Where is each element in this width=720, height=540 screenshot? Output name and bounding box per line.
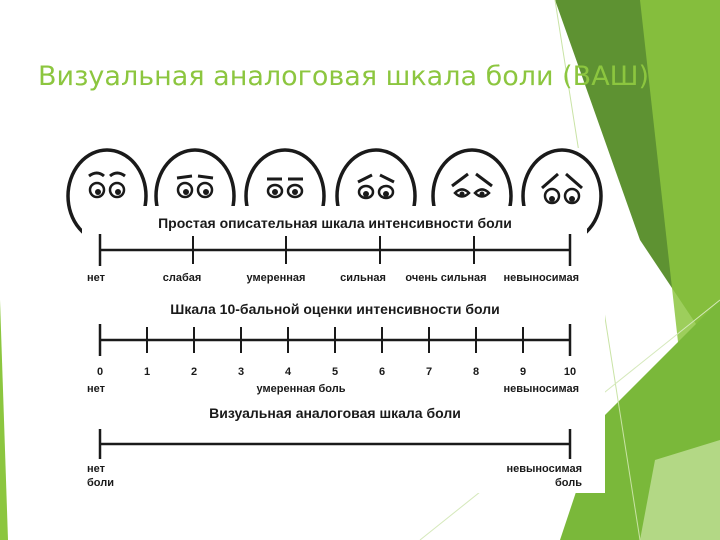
numeric-label-right: невыносимая <box>503 383 579 395</box>
numeric-label-left: нет <box>87 383 106 395</box>
analog-label-right-1: невыносимая <box>506 463 582 475</box>
analog-label-left-1: нет <box>87 463 106 475</box>
numeric-scale-ticks <box>98 324 572 356</box>
descriptive-scale-ticks <box>98 234 572 266</box>
numeric-tick-label: 2 <box>191 366 197 378</box>
numeric-scale-labels: нет умеренная боль невыносимая <box>87 383 579 395</box>
descriptive-label: нет <box>87 272 106 284</box>
numeric-tick-label: 1 <box>144 366 150 378</box>
descriptive-scale-labels: нет слабая умеренная сильная очень сильн… <box>87 272 579 284</box>
descriptive-label: очень сильная <box>405 272 486 284</box>
decor-left-sliver <box>0 300 8 540</box>
numeric-tick-label: 9 <box>520 366 526 378</box>
numeric-tick-label: 3 <box>238 366 244 378</box>
numeric-tick-label: 7 <box>426 366 432 378</box>
numeric-tick-label: 10 <box>564 366 576 378</box>
descriptive-label: невыносимая <box>503 272 579 284</box>
descriptive-label: сильная <box>340 272 386 284</box>
analog-scale-labels: нет боли невыносимая боль <box>87 463 582 489</box>
decor-pale-green-facet <box>640 440 720 540</box>
descriptive-scale-title: Простая описательная шкала интенсивности… <box>158 215 512 231</box>
slide-title: Визуальная аналоговая шкала боли (ВАШ) <box>38 61 650 92</box>
numeric-tick-label: 0 <box>97 366 103 378</box>
numeric-tick-label: 6 <box>379 366 385 378</box>
numeric-tick-label: 8 <box>473 366 479 378</box>
numeric-scale-tick-labels: 0 1 2 3 4 5 6 7 8 9 10 <box>97 366 576 378</box>
descriptive-label: умеренная <box>247 272 306 284</box>
numeric-label-middle: умеренная боль <box>257 383 346 395</box>
analog-label-right-2: боль <box>555 477 582 489</box>
numeric-scale-title: Шкала 10-бальной оценки интенсивности бо… <box>170 301 499 317</box>
pain-scale-figure: Простая описательная шкала интенсивности… <box>64 148 605 493</box>
analog-scale-title: Визуальная аналоговая шкала боли <box>209 405 461 421</box>
numeric-tick-label: 4 <box>285 366 292 378</box>
descriptive-label: слабая <box>163 272 202 284</box>
numeric-tick-label: 5 <box>332 366 338 378</box>
analog-label-left-2: боли <box>87 477 114 489</box>
